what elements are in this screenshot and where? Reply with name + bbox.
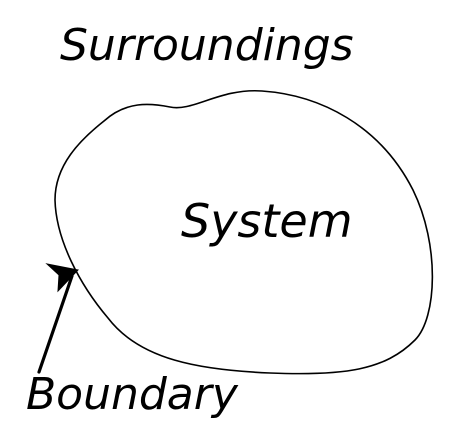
boundary-arrow-head: [45, 263, 79, 293]
boundary-arrow-shaft: [37, 274, 74, 374]
system-boundary-outline: [54, 90, 434, 375]
surroundings-label: Surroundings: [60, 20, 354, 71]
boundary-label: Boundary: [26, 369, 239, 420]
system-label: System: [181, 194, 353, 248]
